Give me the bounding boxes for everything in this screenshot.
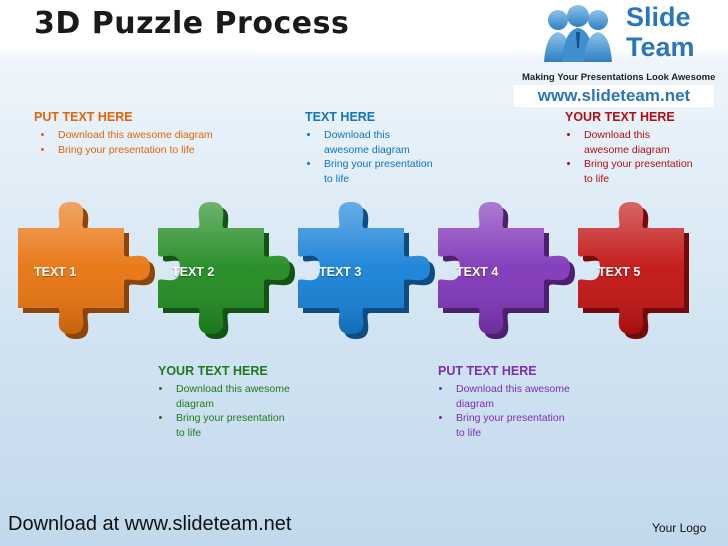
bullet-text: Bring your presentation to life [584, 158, 693, 185]
bullet-item: Download this awesome diagram [172, 382, 292, 411]
piece-label-5: TEXT 5 [598, 265, 641, 279]
bullet-item: Bring your presentation to life [452, 411, 572, 440]
bullet-text: Download this awesome diagram [58, 129, 213, 141]
bullet-item: Bring your presentation to life [172, 411, 292, 440]
callout-top-2: TEXT HERE Download this awesome diagram … [300, 110, 435, 186]
callout-top-3: YOUR TEXT HERE Download this awesome dia… [560, 110, 695, 186]
piece-label-2: TEXT 2 [172, 265, 215, 279]
logo-brand-line1: Slide [626, 2, 691, 32]
footer-logo-text: Your Logo [652, 521, 707, 535]
callout-top-1: PUT TEXT HERE Download this awesome diag… [34, 110, 224, 157]
puzzle-piece-gloss [298, 202, 430, 334]
callout-bullets: Download this awesome diagram Bring your… [34, 128, 224, 157]
bullet-text: Download this awesome diagram [324, 129, 410, 156]
logo-url: www.slideteam.net [514, 85, 714, 107]
puzzle-piece-gloss [578, 202, 684, 334]
puzzle-piece-2 [158, 202, 295, 339]
bullet-item: Download this awesome diagram [580, 128, 695, 157]
puzzle-piece-3 [298, 202, 435, 339]
logo-tagline: Making Your Presentations Look Awesome [522, 72, 716, 83]
bullet-text: Bring your presentation to life [456, 412, 565, 439]
callout-bullets: Download this awesome diagram Bring your… [300, 128, 435, 186]
puzzle-piece-5 [578, 202, 689, 339]
callout-heading: YOUR TEXT HERE [158, 364, 268, 378]
bullet-item: Download this awesome diagram [452, 382, 572, 411]
logo-brand-line2: Team [626, 32, 695, 62]
piece-label-4: TEXT 4 [456, 265, 499, 279]
bullet-text: Bring your presentation to life [324, 158, 433, 185]
footer-download-text: Download at www.slideteam.net [8, 513, 292, 535]
callout-heading: PUT TEXT HERE [438, 364, 537, 378]
bullet-text: Download this awesome diagram [584, 129, 670, 156]
callout-heading: PUT TEXT HERE [34, 110, 133, 124]
bullet-item: Bring your presentation to life [320, 157, 435, 186]
callout-heading: YOUR TEXT HERE [565, 110, 675, 124]
puzzle-piece-gloss [438, 202, 570, 334]
bullet-item: Bring your presentation to life [54, 143, 224, 158]
piece-label-1: TEXT 1 [34, 265, 77, 279]
callout-bullets: Download this awesome diagram Bring your… [560, 128, 695, 186]
callout-bottom-2: PUT TEXT HERE Download this awesome diag… [432, 364, 572, 440]
bullet-text: Bring your presentation to life [58, 143, 195, 156]
puzzle-piece-4 [438, 202, 575, 339]
slideteam-logo: Slide Team [516, 0, 726, 108]
bullet-item: Download this awesome diagram [54, 128, 224, 143]
puzzle-piece-gloss [158, 202, 290, 334]
piece-label-3: TEXT 3 [319, 265, 362, 279]
callout-heading: TEXT HERE [305, 110, 376, 124]
puzzle-diagram [18, 202, 689, 339]
callout-bottom-1: YOUR TEXT HERE Download this awesome dia… [152, 364, 292, 440]
bullet-item: Download this awesome diagram [320, 128, 435, 157]
people-icon [544, 5, 612, 62]
puzzle-piece-gloss [18, 202, 150, 334]
bullet-item: Bring your presentation to life [580, 157, 695, 186]
bullet-text: Download this awesome diagram [176, 383, 290, 410]
page-title: 3D Puzzle Process [34, 6, 350, 41]
bullet-text: Download this awesome diagram [456, 383, 570, 410]
callout-bullets: Download this awesome diagram Bring your… [432, 382, 572, 440]
callout-bullets: Download this awesome diagram Bring your… [152, 382, 292, 440]
bullet-text: Bring your presentation to life [176, 412, 285, 439]
puzzle-piece-1 [18, 202, 155, 339]
